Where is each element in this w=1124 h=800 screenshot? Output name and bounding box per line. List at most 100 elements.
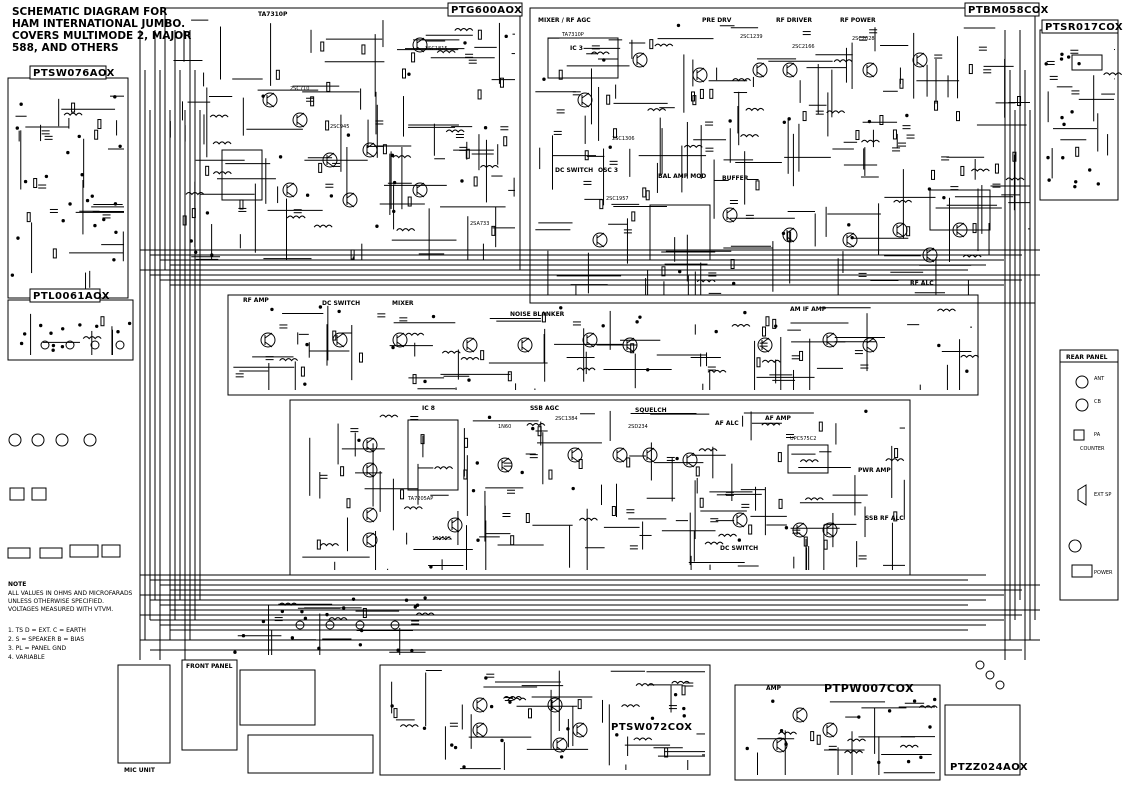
coil-icon: [396, 228, 416, 232]
transistor-collector: [366, 507, 375, 514]
transistor-collector: [501, 457, 510, 464]
coil-icon: [704, 541, 724, 545]
junction-dot: [864, 409, 868, 413]
transistor-icon: [547, 697, 563, 713]
part-label: 1N60: [498, 424, 511, 430]
resistor-icon: [756, 357, 761, 368]
transistor-collector: [776, 737, 785, 744]
transistor-icon: [362, 532, 378, 548]
coil-icon: [633, 737, 653, 741]
resistor-icon: [346, 498, 351, 509]
resistor-icon: [407, 196, 412, 207]
junction-dot: [1060, 115, 1064, 120]
passive-components: [10, 23, 1123, 769]
ic3-block: [547, 37, 619, 79]
resistor-icon: [465, 148, 470, 159]
transistor-collector: [581, 92, 590, 99]
coil-icon: [671, 680, 691, 685]
transistor-emitter: [296, 121, 305, 128]
transistor-icon: [362, 507, 378, 523]
resistor-icon: [630, 343, 635, 354]
transistor-emitter: [366, 516, 375, 523]
resistor-icon: [361, 44, 366, 55]
resistor-icon: [239, 199, 244, 210]
transistor-collector: [786, 62, 795, 69]
resistor-icon: [510, 535, 515, 546]
resistor-icon: [613, 128, 618, 139]
rear-jack-label: EXT SP: [1094, 492, 1111, 498]
resistor-icon: [818, 421, 823, 432]
front-panel-outline: [181, 659, 238, 751]
junction-dot: [261, 94, 265, 98]
resistor-icon: [661, 266, 666, 277]
coil-icon: [441, 350, 461, 355]
junction-dot: [714, 329, 718, 334]
transistor-collector: [756, 62, 765, 69]
junction-dot: [19, 102, 23, 106]
transistor-icon: [567, 447, 583, 463]
wiring: [15, 19, 1115, 775]
junction-dot: [359, 628, 364, 633]
junction-dot: [484, 676, 488, 680]
junction-dot: [650, 716, 655, 721]
note-line: 4. VARIABLE: [8, 654, 45, 661]
transistor-icon: [892, 222, 908, 238]
transistor-emitter: [826, 731, 835, 738]
junction-dot: [462, 765, 466, 769]
junction-dot: [774, 324, 778, 328]
coil-icon: [454, 28, 474, 32]
junction-dot: [905, 113, 909, 118]
transistor-collector: [476, 697, 485, 704]
junction-dot: [460, 179, 464, 183]
junction-dot: [93, 223, 97, 228]
resistor-icon: [695, 466, 700, 477]
transistor-collector: [926, 247, 935, 254]
transistor-icon: [692, 67, 708, 83]
connector-pin-icon: [355, 620, 365, 630]
stage-counter: COUNTER: [1080, 446, 1105, 452]
resistor-icon: [275, 69, 280, 80]
note-line: VOLTAGES MEASURED WITH VTVM.: [8, 606, 113, 613]
junction-dot: [463, 41, 467, 45]
resistor-icon: [420, 434, 425, 445]
coil-icon: [403, 506, 423, 510]
stage-squelch: SQUELCH: [635, 407, 667, 414]
resistor-icon: [762, 326, 767, 337]
coil-icon: [445, 129, 465, 133]
ext-sp-jack-icon: [1068, 539, 1082, 553]
transistor-icon: [612, 447, 628, 463]
transistor-icon: [822, 332, 838, 348]
coil-icon: [590, 51, 610, 55]
junction-dot: [678, 269, 682, 274]
stage-dc-switch-lower: DC SWITCH: [720, 545, 758, 552]
junction-dot: [559, 306, 563, 310]
junction-dot: [877, 760, 881, 765]
junction-dot: [1062, 122, 1066, 127]
junction-dot: [404, 598, 409, 602]
junction-dot: [118, 144, 122, 149]
transistor-collector: [576, 722, 585, 729]
junction-dot: [80, 172, 84, 177]
transistor-icon: [757, 337, 773, 353]
resistor-icon: [709, 88, 714, 99]
resistor-icon: [748, 524, 753, 535]
junction-dot: [787, 117, 791, 121]
junction-dot: [78, 323, 82, 327]
resistor-icon: [577, 699, 582, 710]
junction-dot: [928, 725, 932, 729]
junction-dot: [392, 180, 397, 185]
junction-dot: [233, 650, 237, 654]
transistor-collector: [346, 192, 355, 199]
resistor-icon: [645, 190, 650, 201]
part-label: 2SD234: [628, 424, 648, 430]
junction-dot: [116, 330, 120, 334]
resistor-icon: [664, 747, 669, 758]
resistor-icon: [823, 539, 828, 550]
power-jack-icon: [1071, 564, 1093, 578]
resistor-icon: [994, 163, 999, 174]
junction-dot: [317, 646, 321, 650]
transistor-collector: [416, 182, 425, 189]
ic8-block: [407, 419, 459, 491]
transistor-collector: [636, 52, 645, 59]
junction-dot: [51, 343, 56, 348]
